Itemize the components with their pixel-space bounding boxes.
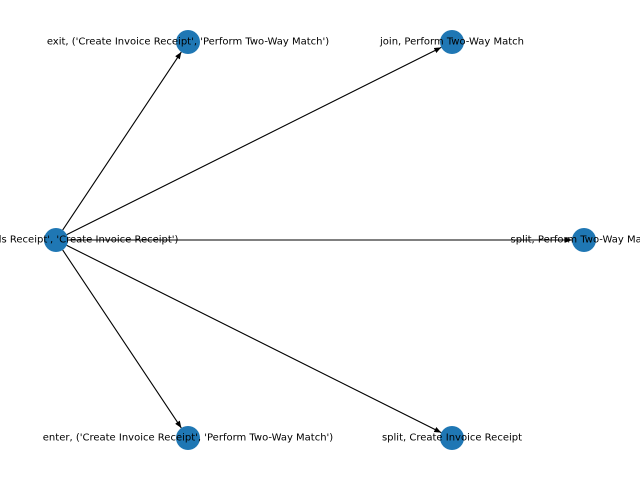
edge-source-to-split-create <box>66 244 442 434</box>
edge-source-to-join <box>66 46 442 236</box>
edge-source-to-exit <box>62 51 182 231</box>
node-split-create[interactable] <box>440 426 464 450</box>
graph-edges <box>62 46 572 434</box>
node-join[interactable] <box>440 30 464 54</box>
node-label-exit: exit, ('Create Invoice Receipt', 'Perfor… <box>47 37 329 48</box>
node-label-enter: enter, ('Create Invoice Receipt', 'Perfo… <box>43 433 334 444</box>
edge-source-to-enter <box>62 249 182 429</box>
node-label-split-create: split, Create Invoice Receipt <box>382 433 522 444</box>
node-enter[interactable] <box>176 426 200 450</box>
node-label-join: join, Perform Two-Way Match <box>379 37 524 48</box>
node-label-source: (Record Goods Receipt', 'Create Invoice … <box>0 235 179 246</box>
node-split-match[interactable] <box>572 228 596 252</box>
node-label-split-match: split, Perform Two-Way Match <box>511 235 640 246</box>
graph-nodes <box>44 30 596 450</box>
node-source[interactable] <box>44 228 68 252</box>
graph-labels: (Record Goods Receipt', 'Create Invoice … <box>0 37 640 444</box>
node-exit[interactable] <box>176 30 200 54</box>
